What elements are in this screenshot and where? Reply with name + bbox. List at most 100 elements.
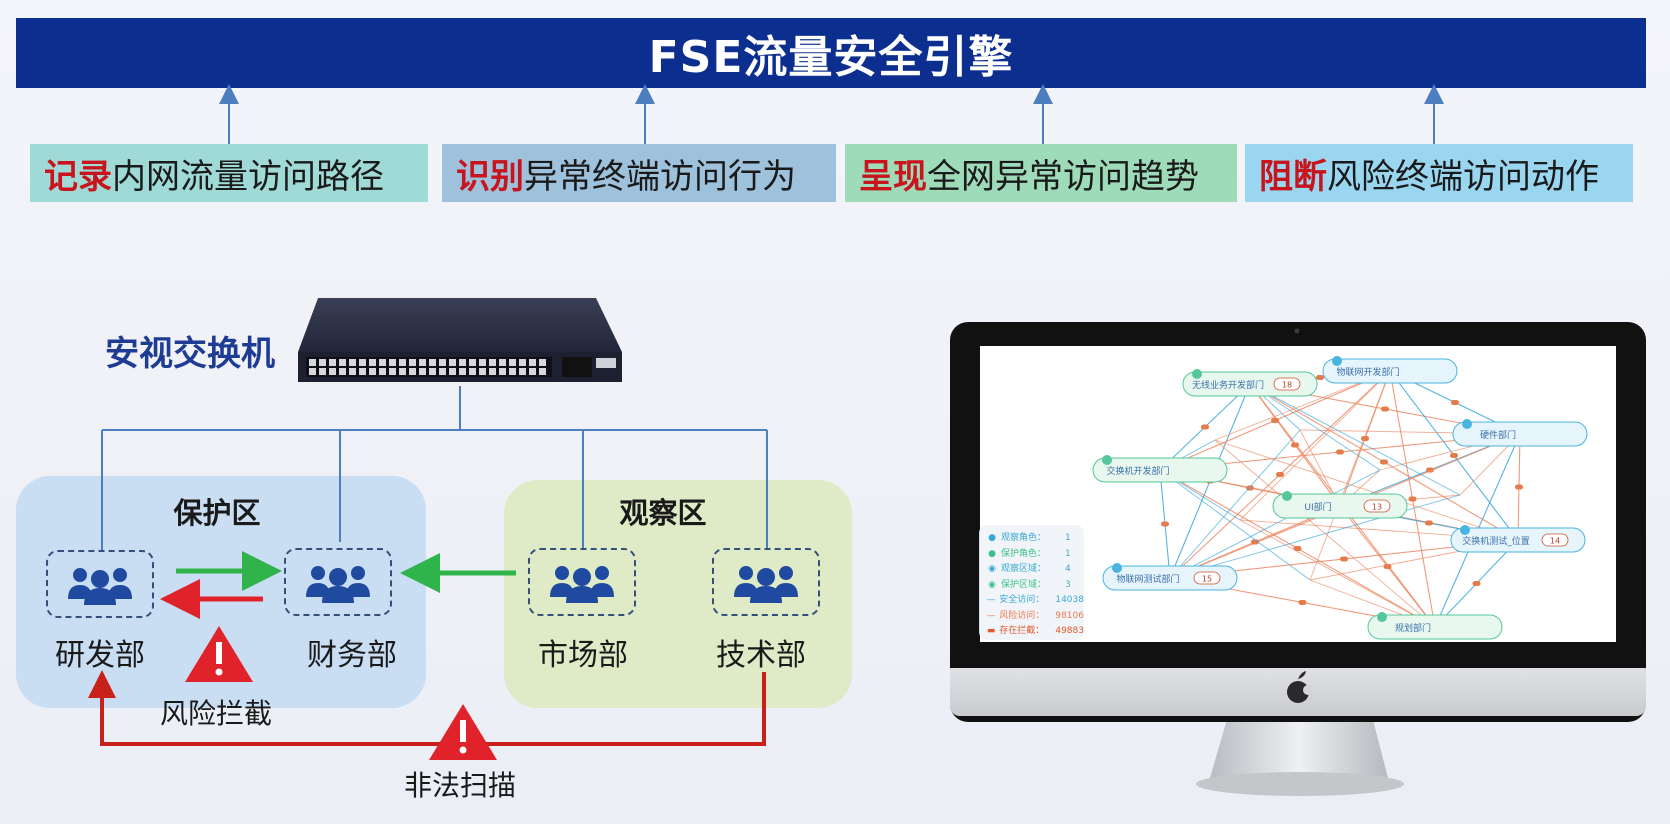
switch-port: [459, 359, 466, 366]
dept-label-market: 市场部: [538, 638, 628, 673]
block-marker: [1450, 453, 1458, 458]
dept-group-icon-box: [712, 548, 820, 616]
graph-edge: [1309, 370, 1391, 581]
switch-port: [409, 359, 416, 366]
switch-port: [429, 368, 436, 375]
line-icon: —: [986, 610, 996, 621]
graph-edge: [1169, 429, 1301, 579]
switch-port: [379, 359, 386, 366]
feature-text: 风险终端访问动作: [1327, 156, 1599, 197]
graph-edge: [1159, 469, 1311, 581]
switch-port: [479, 359, 486, 366]
graph-node: 交换机开发部门: [1092, 455, 1228, 483]
switch-port: [359, 368, 366, 375]
feature-text: 异常终端访问行为: [524, 156, 796, 197]
block-marker: [1425, 520, 1433, 526]
graph-node-badge-text: 15: [1202, 575, 1212, 584]
graph-node-label: UI部门: [1304, 501, 1331, 513]
pin-icon: [1460, 525, 1470, 535]
switch-port: [309, 368, 316, 375]
dept-label-tech: 技术部: [716, 638, 806, 673]
graph-node-badge-text: 14: [1550, 537, 1560, 546]
legend-row: ● 观察角色： 1: [985, 531, 1084, 547]
graph-node: 物联网测试部门 15: [1102, 563, 1238, 591]
block-marker: [1381, 406, 1389, 412]
graph-node-label: 硬件部门: [1480, 429, 1516, 441]
legend-row: —安全访问：14038: [985, 593, 1084, 609]
pin-icon: [1112, 563, 1122, 573]
switch-port: [439, 368, 446, 375]
dept-group-icon-box: [284, 548, 392, 616]
block-marker: [1161, 521, 1169, 527]
legend-label: 观察角色：: [1001, 533, 1047, 543]
warning-icon: [185, 626, 253, 682]
risk-block-caption: 风险拦截: [160, 697, 273, 730]
feature-present: 呈现全网异常访问趋势: [845, 144, 1237, 202]
pin-icon: [1462, 419, 1472, 429]
graph-edge: [1249, 383, 1381, 471]
graph-node-label: 物联网测试部门: [1116, 573, 1179, 585]
switch-port: [409, 368, 416, 375]
legend-label: 保护角色：: [1001, 548, 1047, 559]
person-icon: [1332, 356, 1342, 366]
graph-node-label: 交换机开发部门: [1106, 465, 1169, 477]
switch-port: [499, 359, 506, 366]
graph-node-badge: [1193, 571, 1221, 585]
engine-title: FSE流量安全引擎: [648, 32, 1014, 83]
legend-row: —风险访问：98106: [985, 609, 1084, 625]
legend-value: 4: [1065, 564, 1071, 574]
dept-label-finance: 财务部: [307, 638, 397, 673]
legend-value: 1: [1065, 548, 1071, 559]
switch-port: [379, 368, 386, 375]
engine-title-banner: FSE流量安全引擎: [16, 18, 1646, 88]
switch-port: [419, 359, 426, 366]
graph-node: 硬件部门: [1452, 419, 1588, 447]
graph-edge: [1239, 370, 1391, 521]
feature-identify: 识别异常终端访问行为: [442, 144, 836, 202]
switch-port: [369, 368, 376, 375]
switch-device: [298, 298, 622, 382]
switch-port: [439, 359, 446, 366]
apple-logo-icon: [1287, 671, 1313, 703]
legend-value: 3: [1065, 579, 1071, 590]
switch-port: [419, 368, 426, 375]
switch-port: [509, 359, 516, 366]
pin-icon: [1192, 369, 1202, 379]
switch-port: [519, 359, 526, 366]
feature-highlight: 记录: [44, 156, 112, 197]
switch-port: [499, 368, 506, 375]
graph-edge: [1214, 439, 1519, 541]
switch-ports: [306, 357, 616, 377]
block-marker: [1271, 418, 1279, 423]
legend-row: ◉保护区域：3: [985, 578, 1084, 594]
person-icon: [1102, 455, 1112, 465]
legend-row: ▬存在拦截：49883: [985, 624, 1084, 640]
graph-node-pill: [1452, 421, 1588, 447]
user-group-icon: [68, 568, 132, 605]
switch-port: [449, 368, 456, 375]
graph-node-pill: [1092, 457, 1228, 483]
switch-port: [399, 368, 406, 375]
graph-edge: [1169, 494, 1461, 579]
switch-port: [489, 368, 496, 375]
legend-value: 1: [1065, 533, 1071, 543]
pin-icon: ◉: [988, 564, 996, 574]
graph-node-label: 规划部门: [1395, 622, 1431, 634]
person-icon: ●: [988, 533, 996, 543]
topology-legend: ●观察角色：1●保护角色：1◉观察区域：4◉保护区域：3—安全访问：14038—…: [979, 525, 1084, 640]
switch-port: [339, 359, 346, 366]
user-group-icon: [734, 566, 798, 603]
graph-node-label: 无线业务开发部门: [1192, 379, 1264, 391]
switch-port: [529, 359, 536, 366]
dept-group-icon-box: [46, 550, 154, 618]
legend-label: 保护区域：: [1001, 579, 1047, 590]
switch-port: [449, 359, 456, 366]
switch-label: 安视交换机: [105, 334, 275, 374]
graph-edge: [1214, 439, 1436, 628]
graph-node-badge: [1541, 533, 1569, 547]
switch-port: [339, 368, 346, 375]
